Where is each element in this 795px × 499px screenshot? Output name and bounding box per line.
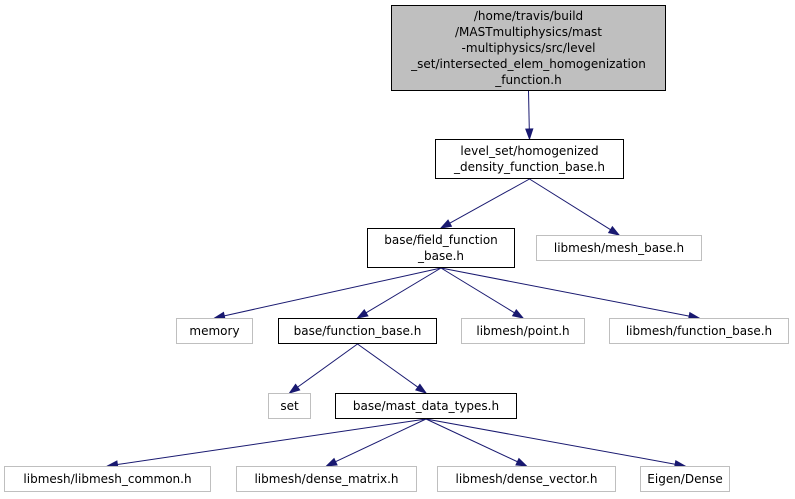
node-box[interactable]	[367, 228, 515, 268]
edge-line	[297, 343, 358, 388]
node-label: Eigen/Dense	[647, 472, 722, 486]
node-label: /MASTmultiphysics/mast	[455, 25, 602, 39]
node-dmatrix: libmesh/dense_matrix.h	[236, 466, 417, 492]
edge-line	[365, 267, 442, 314]
edge-line	[440, 267, 515, 314]
node-label: _density_function_base.h	[453, 160, 605, 174]
edge-field-to-point	[440, 267, 525, 319]
edge-line	[117, 418, 427, 466]
edge-homog-to-field	[439, 178, 530, 229]
node-root[interactable]: /home/travis/build/MASTmultiphysics/mast…	[391, 5, 666, 91]
edge-arrowhead	[525, 128, 534, 141]
node-label: _base.h	[417, 249, 464, 263]
node-label: libmesh/point.h	[476, 324, 569, 338]
nodes-layer: /home/travis/build/MASTmultiphysics/mast…	[4, 5, 789, 492]
node-label: -multiphysics/src/level	[462, 41, 596, 55]
edge-line	[357, 343, 419, 388]
edge-line	[528, 90, 530, 130]
edge-line	[440, 267, 690, 317]
edge-mdt-to-dmatrix	[325, 418, 427, 467]
edge-field-to-funcbase	[356, 267, 442, 319]
edge-line	[335, 418, 427, 463]
node-lmfunc: libmesh/function_base.h	[609, 318, 789, 344]
edge-homog-to-meshbase	[529, 178, 621, 236]
node-label: set	[280, 399, 299, 413]
node-label: _set/intersected_elem_homogenization	[410, 57, 646, 71]
edge-mdt-to-dvector	[425, 418, 528, 467]
node-box	[176, 318, 253, 344]
node-label: libmesh/dense_matrix.h	[254, 472, 398, 486]
node-box	[4, 466, 211, 492]
node-label: base/function_base.h	[294, 324, 422, 338]
node-memory: memory	[176, 318, 253, 344]
node-label: base/mast_data_types.h	[353, 399, 499, 413]
edge-arrowhead	[607, 225, 621, 236]
node-label: level_set/homogenized	[460, 144, 598, 158]
edge-line	[425, 418, 676, 465]
node-box	[437, 466, 616, 492]
node-mdt[interactable]: base/mast_data_types.h	[335, 393, 517, 419]
edges-layer	[106, 90, 701, 469]
edge-arrowhead	[325, 457, 338, 467]
node-box[interactable]	[335, 393, 517, 419]
edge-mdt-to-common	[106, 418, 427, 469]
node-label: libmesh/mesh_base.h	[554, 241, 684, 255]
node-homog[interactable]: level_set/homogenized _density_function_b…	[435, 139, 624, 179]
edge-line	[449, 178, 530, 224]
edge-arrowhead	[515, 457, 528, 467]
edge-line	[224, 267, 442, 317]
node-label: libmesh/libmesh_common.h	[23, 472, 191, 486]
node-label: /home/travis/build	[474, 9, 583, 23]
node-label: libmesh/dense_vector.h	[456, 472, 598, 486]
node-box[interactable]	[278, 318, 437, 344]
node-box[interactable]	[391, 5, 666, 91]
edge-arrowhead	[288, 383, 301, 394]
edge-arrowhead	[511, 308, 525, 319]
node-box	[640, 466, 730, 492]
node-label: base/field_function	[384, 233, 498, 247]
node-field[interactable]: base/field_function _base.h	[367, 228, 515, 268]
edge-root-to-homog	[525, 90, 534, 141]
node-label: libmesh/function_base.h	[626, 324, 772, 338]
edge-arrowhead	[415, 383, 428, 394]
edge-line	[425, 418, 518, 463]
node-funcbase[interactable]: base/function_base.h	[278, 318, 437, 344]
edge-field-to-memory	[213, 267, 442, 320]
node-meshbase: libmesh/mesh_base.h	[536, 235, 702, 261]
node-point: libmesh/point.h	[461, 318, 585, 344]
edge-line	[529, 178, 611, 231]
node-label: _function.h	[494, 73, 561, 87]
node-set: set	[268, 393, 311, 419]
edge-arrowhead	[356, 308, 369, 319]
node-box[interactable]	[435, 139, 624, 179]
node-box	[268, 393, 311, 419]
edge-field-to-lmfunc	[440, 267, 701, 321]
node-box	[609, 318, 789, 344]
edge-arrowhead	[439, 219, 453, 229]
node-box	[461, 318, 585, 344]
node-eigen: Eigen/Dense	[640, 466, 730, 492]
node-box	[536, 235, 702, 261]
node-box	[236, 466, 417, 492]
edge-funcbase-to-mdt	[357, 343, 428, 394]
node-common: libmesh/libmesh_common.h	[4, 466, 211, 492]
edge-mdt-to-eigen	[425, 418, 687, 469]
node-dvector: libmesh/dense_vector.h	[437, 466, 616, 492]
edge-funcbase-to-set	[288, 343, 358, 394]
node-label: memory	[189, 324, 239, 338]
